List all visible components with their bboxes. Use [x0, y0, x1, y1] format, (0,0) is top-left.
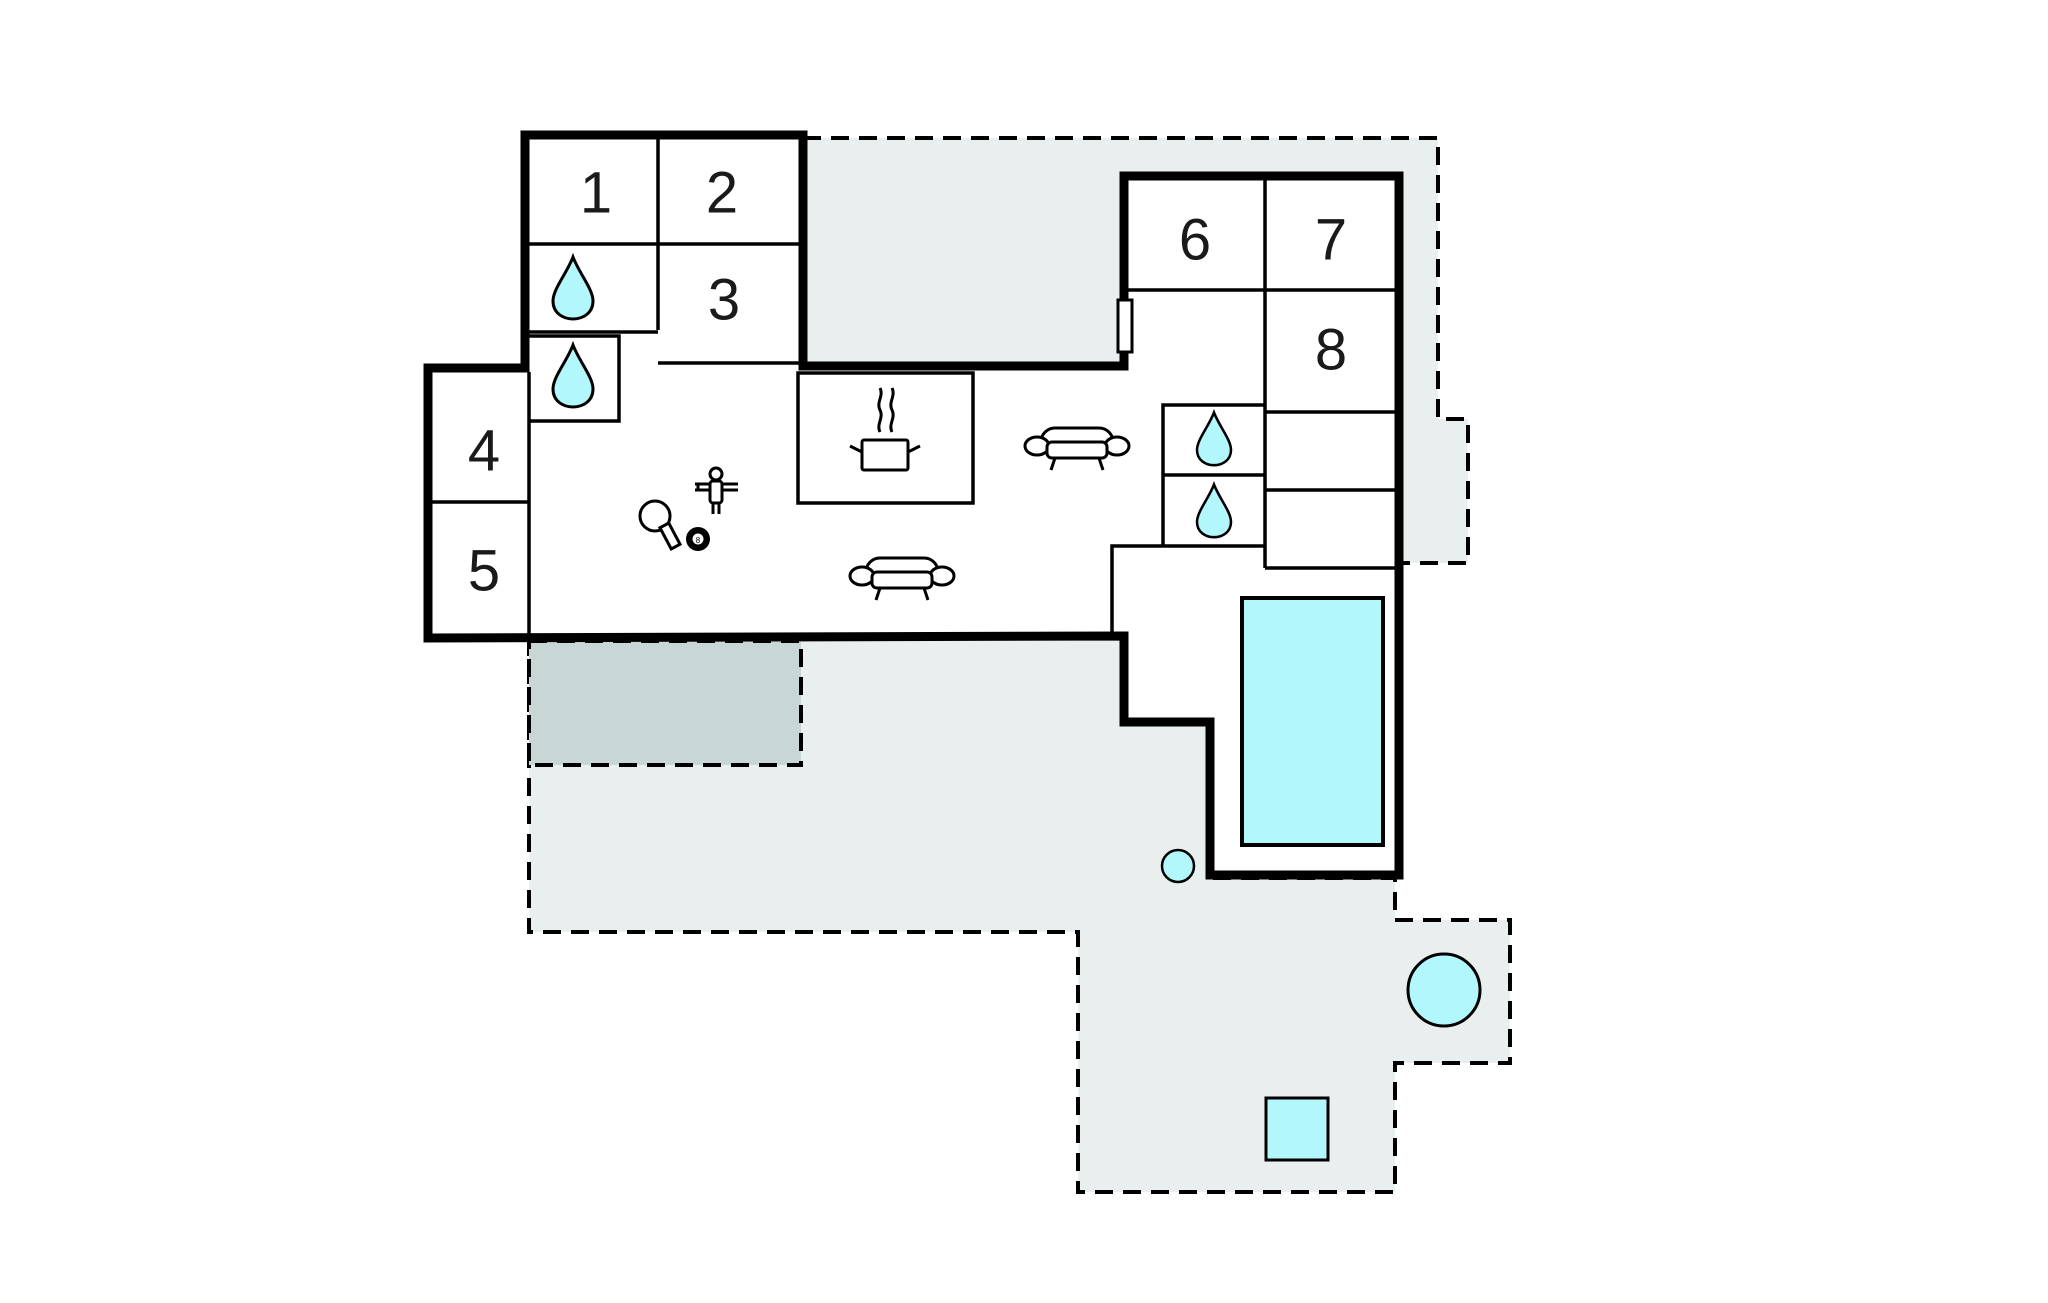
room-label-5: 5: [468, 539, 500, 604]
swimming-pool: [1240, 596, 1385, 847]
covered-terrace: [527, 639, 803, 767]
room-label-7: 7: [1315, 208, 1347, 273]
square-plunge-pool: [1264, 1096, 1330, 1162]
outdoor-area: [527, 136, 1512, 1194]
room-label-4: 4: [468, 419, 500, 484]
outdoor-shower: [1160, 848, 1196, 884]
foosball-icon: [695, 466, 738, 514]
door-marker: [1116, 298, 1134, 354]
billiard-ball-icon: 8: [686, 527, 710, 551]
table-tennis-icon: [638, 499, 683, 551]
room-label-6: 6: [1179, 208, 1211, 273]
interior-walls: [430, 138, 1395, 636]
room-label-3: 3: [708, 268, 740, 333]
room-label-2: 2: [706, 161, 738, 226]
round-hot-tub: [1406, 952, 1482, 1028]
exterior-walls: [423, 130, 1404, 880]
cooking-pot-icon: [849, 387, 921, 472]
interior-floor: [428, 135, 1399, 875]
room-label-8: 8: [1315, 318, 1347, 383]
room-label-1: 1: [580, 161, 612, 226]
billiard-ball-number: 8: [696, 536, 701, 545]
room-labels: 1 2 3 4 5 6 7 8: [468, 161, 1347, 604]
